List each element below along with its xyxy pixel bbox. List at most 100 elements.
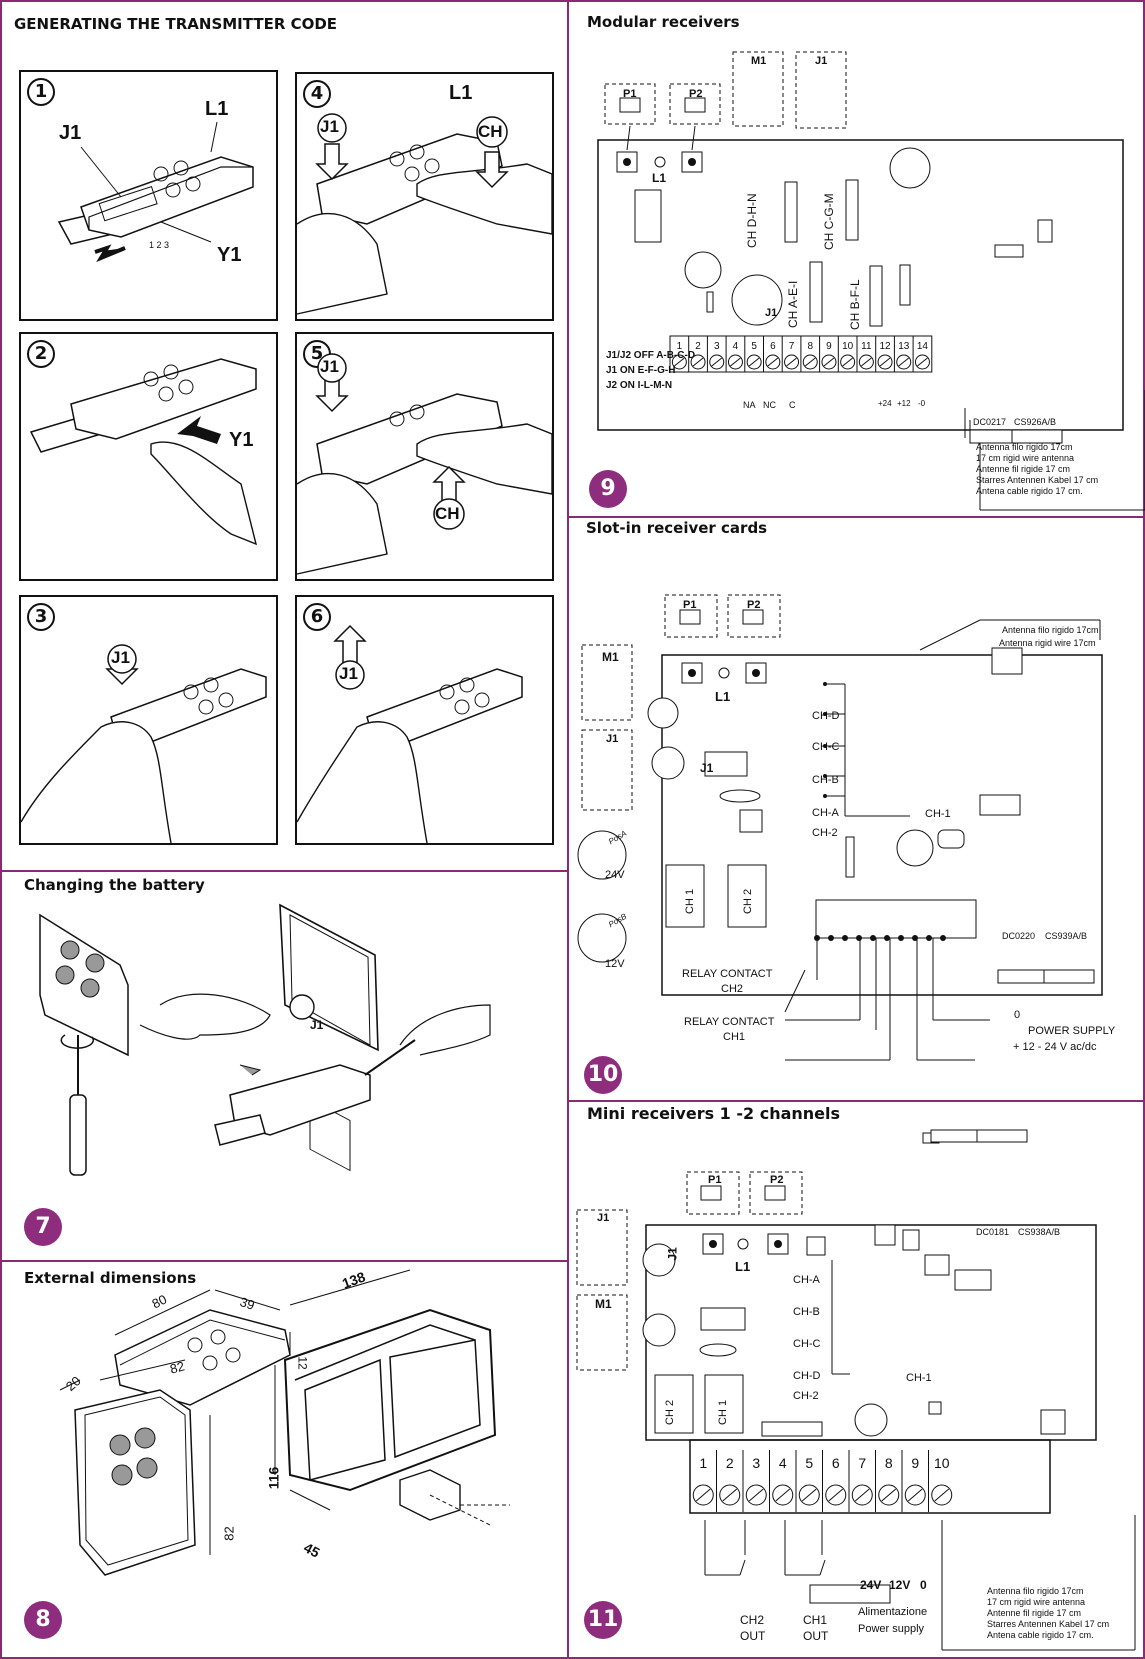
terminal-number: 6 bbox=[770, 341, 776, 352]
step-number: 6 bbox=[303, 603, 331, 631]
terminal-number: 13 bbox=[898, 341, 910, 352]
title-dimensions: External dimensions bbox=[24, 1269, 197, 1287]
wall-pad-back bbox=[279, 903, 379, 1172]
slotin-m1: M1 bbox=[602, 650, 619, 664]
remote-release-j1-illustration bbox=[296, 624, 523, 844]
slotin-24v: 24V bbox=[605, 869, 625, 881]
terminal-number: 2 bbox=[726, 1455, 734, 1471]
slotin-pin bbox=[940, 935, 946, 941]
modular-ch-dhn: CH D-H-N bbox=[745, 193, 759, 248]
slotin-code-1: DC0220 bbox=[1002, 931, 1036, 941]
slotin-ch-a: CH-A bbox=[812, 807, 839, 819]
slotin-pin bbox=[898, 935, 904, 941]
mini-volt-12: 12V bbox=[889, 1578, 911, 1592]
slotin-j1-board: J1 bbox=[700, 761, 714, 775]
slotin-ch-c: CH-C bbox=[812, 741, 840, 753]
remote-hold-j1-illustration bbox=[20, 644, 267, 844]
modular-terminal-na: NA bbox=[743, 400, 756, 410]
remote-press-y1-illustration bbox=[29, 358, 258, 546]
step-panel-5: 5 J1 CH bbox=[295, 332, 554, 581]
title-battery: Changing the battery bbox=[24, 876, 205, 894]
antenna-line: Antena cable rigido 17 cm. bbox=[987, 1630, 1094, 1640]
hands-and-remote bbox=[139, 993, 491, 1146]
slotin-relay1-1: RELAY CONTACT bbox=[684, 1016, 775, 1028]
terminal-number: 5 bbox=[751, 341, 757, 352]
badge-battery: 7 bbox=[24, 1208, 62, 1246]
badge-dimensions: 8 bbox=[24, 1601, 62, 1639]
remote-dimension-drawing bbox=[114, 1289, 291, 1406]
modular-ch-aei: CH A-E-I bbox=[786, 280, 800, 328]
terminal-number: 6 bbox=[832, 1455, 840, 1471]
terminal-number: 7 bbox=[789, 341, 795, 352]
title-modular: Modular receivers bbox=[587, 13, 740, 31]
slotin-relay2-1: RELAY CONTACT bbox=[682, 968, 773, 980]
antenna-line: Antenne fil rigide 17 cm bbox=[987, 1608, 1082, 1618]
terminal-number: 4 bbox=[733, 341, 739, 352]
battery-change-illustration bbox=[39, 903, 491, 1176]
modular-jumper-note-2: J1 ON E-F-G-H bbox=[606, 365, 676, 376]
slotin-pin bbox=[842, 935, 848, 941]
modular-j1: J1 bbox=[815, 55, 828, 67]
step-panel-4: 4 J1 L1 CH bbox=[295, 72, 554, 321]
slotin-pin bbox=[884, 935, 890, 941]
modular-j1-board: J1 bbox=[765, 307, 778, 319]
modular-terminal-c: C bbox=[789, 400, 796, 410]
slotin-relay1-2: CH1 bbox=[723, 1031, 746, 1043]
mini-l1: L1 bbox=[735, 1259, 751, 1274]
antenna-line: Starres Antennen Kabel 17 cm bbox=[987, 1619, 1110, 1629]
label-ch: CH bbox=[435, 504, 460, 523]
modular-jumper-note-1: J1/J2 OFF A-B-C-D bbox=[606, 350, 696, 361]
title-slotin: Slot-in receiver cards bbox=[586, 519, 768, 537]
modular-terminal-nc: NC bbox=[763, 400, 776, 410]
terminal-number: 3 bbox=[752, 1455, 760, 1471]
modular-code-1: DC0217 bbox=[973, 417, 1007, 427]
step-number: 2 bbox=[27, 340, 55, 368]
step-panel-3: 3 J1 bbox=[19, 595, 278, 845]
terminal-number: 10 bbox=[842, 341, 854, 352]
slotin-power-range: + 12 - 24 V ac/dc bbox=[1013, 1041, 1097, 1053]
slotin-ch-b: CH-B bbox=[812, 774, 839, 786]
slotin-12v: 12V bbox=[605, 958, 625, 970]
label-j1: J1 bbox=[339, 664, 358, 683]
remote-press-illustration bbox=[296, 113, 553, 315]
label-l1: L1 bbox=[449, 82, 473, 104]
antenna-line: 17 cm rigid wire antenna bbox=[976, 453, 1075, 463]
slotin-antenna-note-2: Antenna rigid wire 17cm bbox=[999, 638, 1096, 648]
terminal-number: 4 bbox=[779, 1455, 787, 1471]
slotin-card-ch2: CH 2 bbox=[742, 888, 754, 914]
mini-m1: M1 bbox=[595, 1297, 612, 1311]
slotin-pin bbox=[926, 935, 932, 941]
wallpad-dimension-drawing bbox=[59, 1359, 211, 1576]
slotin-relay2-2: CH2 bbox=[721, 983, 744, 995]
remote-open-illustration bbox=[57, 121, 254, 263]
label-j1: J1 bbox=[320, 117, 339, 136]
slotin-pin bbox=[856, 935, 862, 941]
label-j1: J1 bbox=[111, 648, 130, 667]
terminal-number: 11 bbox=[861, 341, 872, 352]
label-ch: CH bbox=[478, 122, 503, 141]
slotin-code-2: CS939A/B bbox=[1045, 931, 1088, 941]
slotin-power-label: POWER SUPPLY bbox=[1028, 1025, 1116, 1037]
mini-code-2: CS938A/B bbox=[1018, 1227, 1061, 1237]
badge-slotin: 10 bbox=[584, 1056, 622, 1094]
mini-ch-b: CH-B bbox=[793, 1306, 820, 1318]
battery-label-j1: J1 bbox=[310, 1018, 324, 1032]
terminal-number: 9 bbox=[911, 1455, 919, 1471]
antenna-line: Starres Antennen Kabel 17 cm bbox=[976, 475, 1099, 485]
switch-numbers: 1 2 3 bbox=[149, 240, 170, 250]
modular-p2: P2 bbox=[689, 88, 703, 100]
terminal-number: 5 bbox=[805, 1455, 813, 1471]
step-number: 4 bbox=[303, 80, 331, 108]
column-divider bbox=[567, 0, 569, 1659]
label-l1: L1 bbox=[205, 98, 229, 120]
mini-volt-0: 0 bbox=[920, 1578, 927, 1592]
receiver-box-drawing bbox=[274, 1269, 510, 1526]
mini-p2: P2 bbox=[770, 1174, 784, 1186]
label-y1: Y1 bbox=[229, 429, 254, 451]
terminal-number: 1 bbox=[699, 1455, 707, 1471]
remote-press-ch-illustration bbox=[296, 353, 553, 575]
step-panel-2: 2 Y1 bbox=[19, 332, 278, 581]
mini-code-1: DC0181 bbox=[976, 1227, 1010, 1237]
